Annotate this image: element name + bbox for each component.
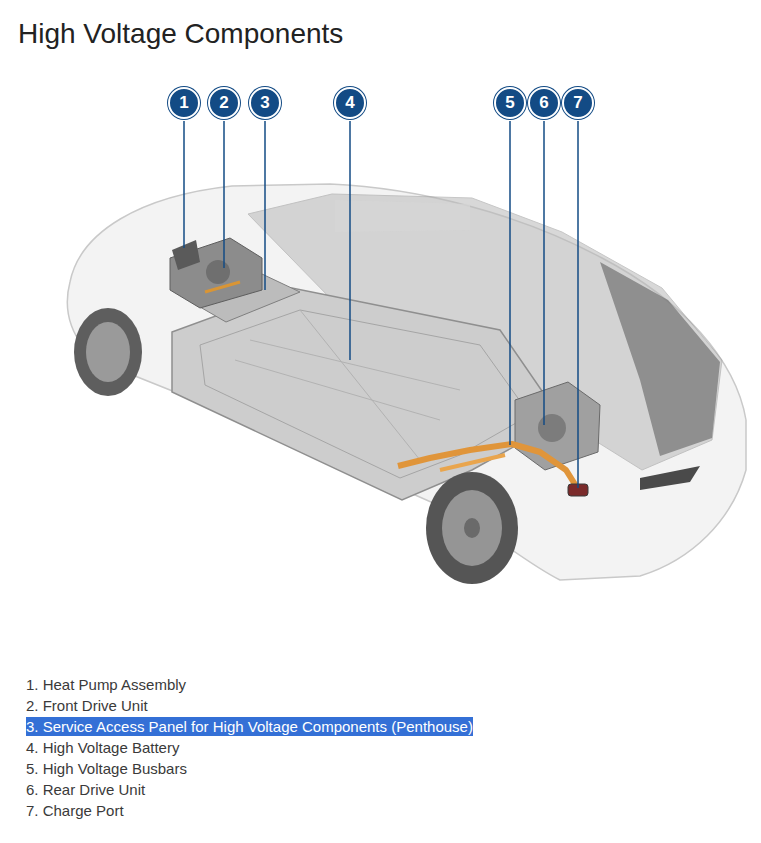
component-list-item: 5. High Voltage Busbars bbox=[26, 759, 187, 778]
leader-line bbox=[577, 121, 579, 488]
component-list-item: 4. High Voltage Battery bbox=[26, 738, 179, 757]
battery-rib bbox=[200, 310, 530, 478]
callout-number: 7 bbox=[573, 93, 582, 113]
leader-lines bbox=[184, 121, 578, 488]
callout-circle: 6 bbox=[528, 87, 560, 119]
page-title: High Voltage Components bbox=[18, 18, 343, 50]
rear-drive-unit bbox=[515, 382, 600, 470]
component-list-item: 3. Service Access Panel for High Voltage… bbox=[26, 717, 473, 736]
car-body bbox=[67, 184, 746, 580]
front-rim bbox=[86, 322, 130, 382]
rear-motor bbox=[538, 414, 566, 442]
front-drive-unit bbox=[170, 238, 262, 308]
component-list-item: 1. Heat Pump Assembly bbox=[26, 675, 186, 694]
callout-number: 6 bbox=[539, 93, 548, 113]
leader-line bbox=[509, 121, 511, 445]
callout-number: 2 bbox=[219, 93, 228, 113]
leader-line bbox=[543, 121, 545, 425]
callout-circle: 4 bbox=[334, 87, 366, 119]
leader-line bbox=[183, 121, 185, 248]
leader-line bbox=[264, 121, 266, 290]
callout-circle: 1 bbox=[168, 87, 200, 119]
callout-circle: 3 bbox=[249, 87, 281, 119]
leader-line bbox=[223, 121, 225, 268]
front-hv-cable bbox=[205, 282, 240, 292]
heat-pump bbox=[172, 240, 200, 270]
front-wheel bbox=[74, 308, 142, 396]
sunroof-frame bbox=[335, 200, 470, 232]
callout-number: 1 bbox=[179, 93, 188, 113]
battery-detail bbox=[235, 310, 460, 460]
component-list-item: 7. Charge Port bbox=[26, 801, 124, 820]
component-list-item: 6. Rear Drive Unit bbox=[26, 780, 145, 799]
rear-hub bbox=[464, 518, 480, 538]
hv-busbar bbox=[440, 455, 505, 470]
front-motor bbox=[206, 260, 230, 284]
component-list-item: 2. Front Drive Unit bbox=[26, 696, 148, 715]
callout-number: 4 bbox=[345, 93, 354, 113]
rear-wheel bbox=[426, 472, 518, 584]
rear-rim bbox=[442, 490, 502, 566]
rear-window bbox=[600, 262, 720, 456]
callout-circle: 5 bbox=[494, 87, 526, 119]
hv-busbar bbox=[398, 444, 576, 486]
leader-line bbox=[349, 121, 351, 360]
tail-light bbox=[640, 466, 700, 490]
callout-number: 3 bbox=[260, 93, 269, 113]
callout-circle: 2 bbox=[208, 87, 240, 119]
callout-number: 5 bbox=[505, 93, 514, 113]
callout-circle: 7 bbox=[562, 87, 594, 119]
